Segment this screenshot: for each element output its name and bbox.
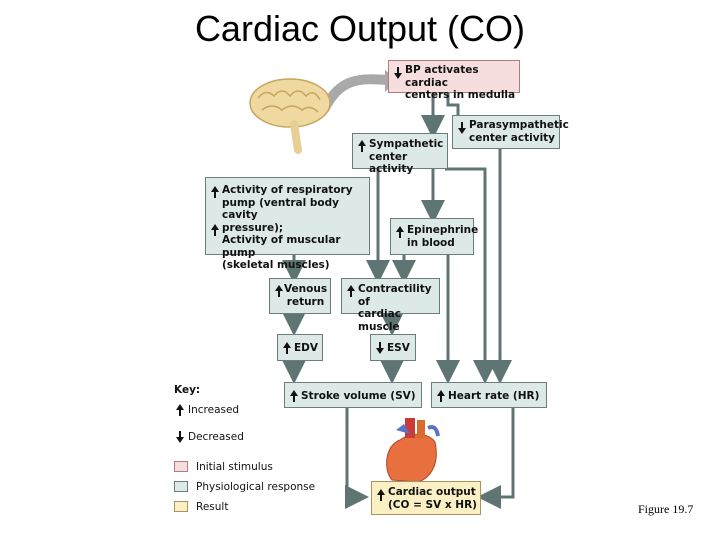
stimulus-swatch	[174, 461, 188, 472]
respiratory-line-5: (skeletal muscles)	[222, 259, 330, 271]
respiratory-line-1: Activity of respiratory	[222, 184, 353, 196]
parasympathetic-line-1: Parasympathetic	[469, 119, 569, 131]
cardiac-output-result-box: Cardiac output(CO = SV x HR)	[371, 481, 481, 515]
esv-label: ESV	[387, 342, 410, 354]
up-arrow-icon	[358, 140, 366, 152]
down-arrow-icon	[176, 431, 184, 443]
respiratory-line-3: pressure);	[222, 221, 284, 234]
bp-line-1: BP activates cardiac	[405, 64, 479, 89]
legend: Key: Increased Decreased Initial stimulu…	[172, 384, 342, 524]
legend-decreased-label: Decreased	[188, 431, 244, 443]
legend-title: Key:	[174, 384, 201, 396]
cardiac-output-line-2: (CO = SV x HR)	[388, 498, 477, 511]
respiratory-line-4: Activity of muscular pump	[222, 234, 341, 259]
heart-rate-label: Heart rate (HR)	[448, 390, 540, 402]
edv-box: EDV	[277, 334, 323, 361]
up-arrow-icon	[211, 186, 219, 198]
heart-rate-box: Heart rate (HR)	[431, 382, 547, 408]
up-arrow-icon	[275, 285, 283, 297]
contractility-line-1: Contractility of	[358, 283, 432, 308]
stroke-volume-label: Stroke volume (SV)	[301, 390, 416, 402]
cardiac-output-line-1: Cardiac output	[388, 486, 476, 498]
brain-illustration	[249, 78, 331, 154]
up-arrow-icon	[283, 342, 291, 354]
up-arrow-icon	[176, 404, 184, 416]
esv-box: ESV	[370, 334, 416, 361]
legend-initial-stimulus-label: Initial stimulus	[196, 461, 273, 473]
respiratory-line-2: pump (ventral body cavity	[222, 196, 339, 222]
parasympathetic-line-2: center activity	[469, 131, 556, 144]
legend-result-label: Result	[196, 501, 229, 513]
figure-label: Figure 19.7	[638, 502, 694, 516]
stroke-volume-box: Stroke volume (SV)	[284, 382, 422, 408]
contractility-line-2: cardiac muscle	[358, 308, 401, 333]
page-title: Cardiac Output (CO)	[194, 8, 526, 49]
down-arrow-icon	[458, 122, 466, 134]
up-arrow-icon	[437, 390, 445, 402]
bp-line-2: centers in medulla	[405, 89, 516, 101]
up-arrow-icon	[377, 489, 385, 501]
down-arrow-icon	[376, 342, 384, 354]
legend-increased-label: Increased	[188, 404, 240, 416]
up-arrow-icon	[211, 224, 219, 236]
epinephrine-line-1: Epinephrine	[407, 224, 479, 236]
brain-arrow	[320, 74, 393, 113]
respiratory-muscular-box: Activity of respiratory pump (ventral bo…	[205, 177, 370, 271]
venous-line-2: return	[286, 295, 325, 308]
up-arrow-icon	[347, 285, 355, 297]
legend-physiological-response-label: Physiological response	[196, 481, 316, 493]
result-swatch	[174, 501, 188, 512]
heart-illustration	[386, 418, 440, 483]
edv-label: EDV	[294, 342, 319, 354]
sympathetic-line-1: Sympathetic	[369, 138, 444, 150]
sympathetic-line-2: center activity	[369, 150, 414, 176]
epinephrine-line-2: in blood	[407, 236, 455, 249]
up-arrow-icon	[290, 390, 298, 402]
response-swatch	[174, 481, 188, 492]
up-arrow-icon	[396, 226, 404, 238]
venous-line-1: Venous	[284, 283, 328, 295]
down-arrow-icon	[394, 67, 402, 79]
